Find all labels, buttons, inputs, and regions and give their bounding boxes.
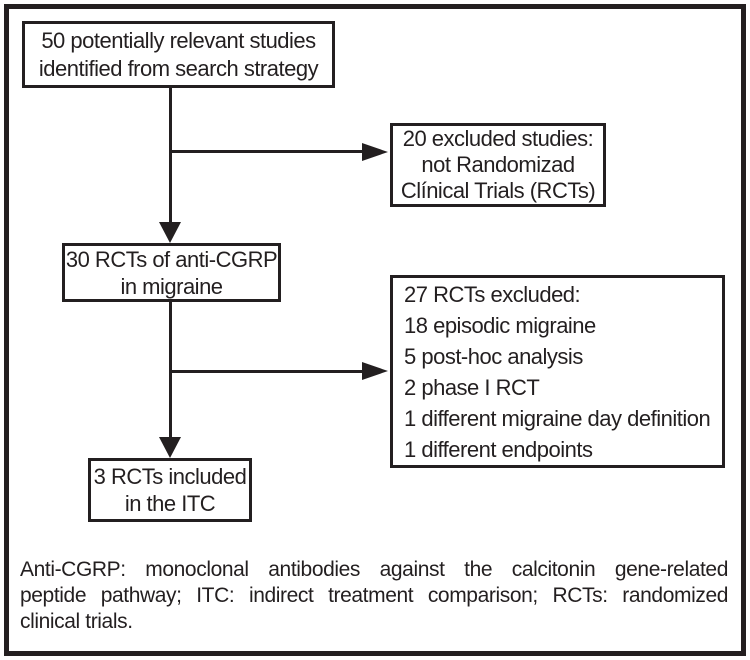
connector-branch-to-excluded27 <box>169 370 363 373</box>
box-text-line: 5 post-hoc analysis <box>404 343 583 369</box>
arrow-right-icon <box>362 362 388 380</box>
box-text-line: 1 different migraine day definition <box>404 405 711 431</box>
box-text-line: Clínical Trials (RCTs) <box>400 178 596 203</box>
box-rcts-included: 3 RCTs included in the ITC <box>88 458 252 522</box>
box-text-line: 18 episodic migraine <box>404 312 596 338</box>
box-text-line: 20 excluded studies: <box>402 126 594 151</box>
footnote-line: Anti-CGRP: monoclonal antibodies against… <box>20 558 728 581</box>
connector-rcts30-to-included3 <box>169 302 172 437</box>
box-text-line: 3 RCTs included <box>93 464 247 489</box>
box-text-line: 30 RCTs of anti-CGRP <box>65 246 278 272</box>
arrow-right-icon <box>362 143 388 161</box>
arrow-down-icon <box>159 222 181 243</box>
box-text-line: 1 different endpoints <box>404 436 593 462</box>
box-identified-studies: 50 potentially relevant studies identifi… <box>22 21 335 88</box>
connector-identified-to-rcts30 <box>169 88 172 223</box>
connector-branch-to-excluded20 <box>169 150 363 153</box>
box-text-line: not Randomizad <box>421 152 575 177</box>
box-text-line: 2 phase I RCT <box>404 374 540 400</box>
diagram-border <box>4 4 746 656</box>
box-excluded-studies: 20 excluded studies: not Randomizad Clín… <box>390 123 606 207</box>
footnote-line: clinical trials. <box>20 610 133 633</box>
footnote-line: peptide pathway; ITC: indirect treatment… <box>20 584 728 607</box>
box-text-line: in migraine <box>120 273 223 299</box>
box-rcts-anti-cgrp: 30 RCTs of anti-CGRP in migraine <box>62 243 281 302</box>
arrow-down-icon <box>159 437 181 458</box>
box-text-line: in the ITC <box>124 491 216 516</box>
box-text-line: 50 potentially relevant studies <box>41 27 316 53</box>
box-text-line: 27 RCTs excluded: <box>404 281 581 307</box>
box-rcts-excluded: 27 RCTs excluded: 18 episodic migraine 5… <box>390 275 725 468</box>
footnote: Anti-CGRP: monoclonal antibodies against… <box>20 557 728 635</box>
box-text-line: identified from search strategy <box>38 55 319 81</box>
